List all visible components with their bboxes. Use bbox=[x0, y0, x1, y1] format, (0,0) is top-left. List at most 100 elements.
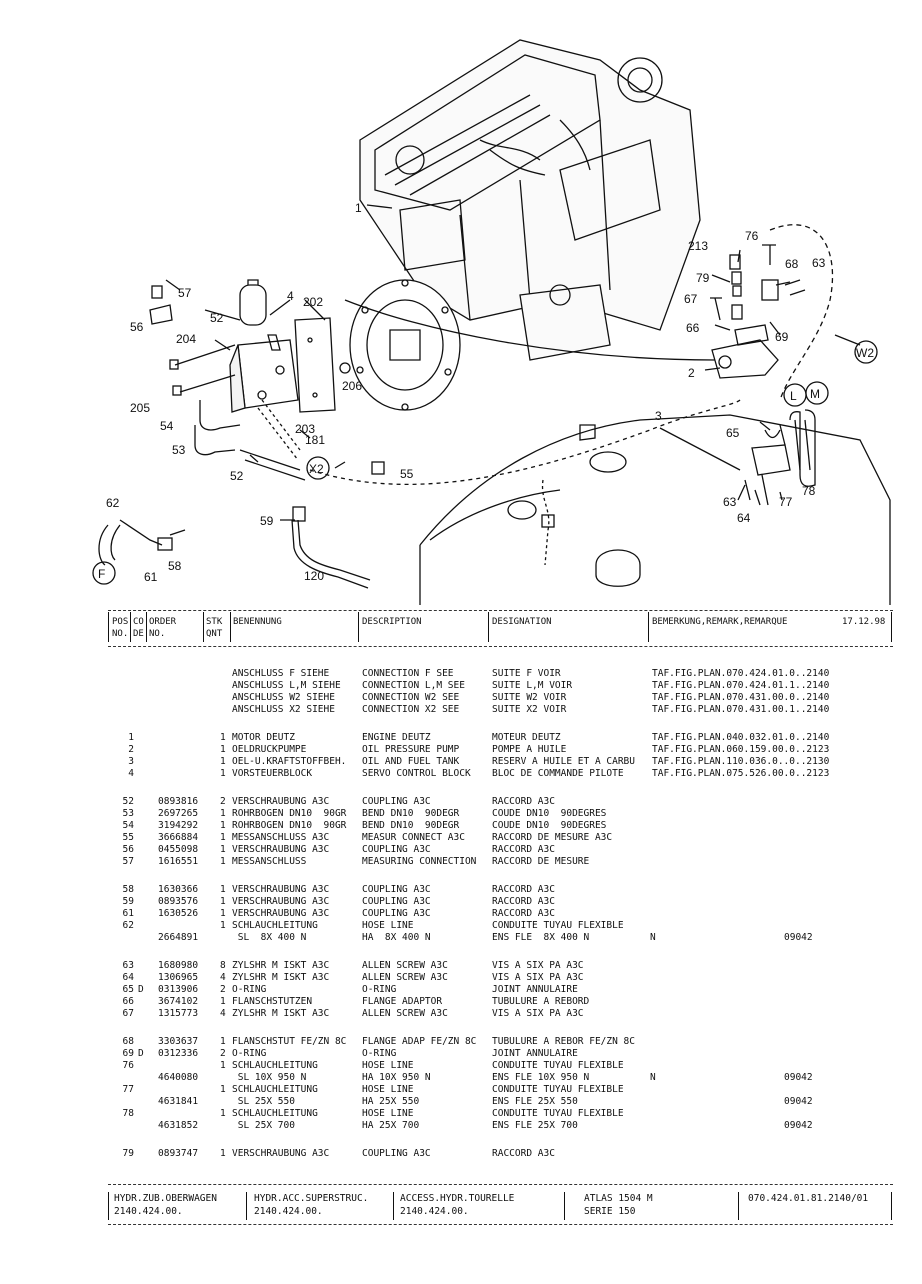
pos-cell: 3 bbox=[128, 756, 134, 767]
label-circle-w2: W2 bbox=[856, 346, 874, 360]
designation-cell: SUITE F VOIR bbox=[492, 668, 561, 679]
col-code: CO DE bbox=[133, 617, 144, 639]
pos-cell: 78 bbox=[122, 1108, 134, 1119]
qty-cell: 1 bbox=[220, 1084, 226, 1095]
benennung-cell: FLANSCHSTUT FE/ZN 8C bbox=[232, 1036, 347, 1047]
description-cell: BEND DN10 90DEGR bbox=[362, 820, 460, 831]
footer-fr-title: ACCESS.HYDR.TOURELLE bbox=[400, 1193, 515, 1204]
label-circle-f: F bbox=[98, 567, 105, 581]
qty-cell: 1 bbox=[220, 1108, 226, 1119]
description-cell: HOSE LINE bbox=[362, 920, 414, 931]
remark-cell: TAF.FIG.PLAN.075.526.00.0..2123 bbox=[652, 768, 830, 779]
qty-cell: 1 bbox=[220, 844, 226, 855]
svg-text:120: 120 bbox=[304, 569, 324, 583]
svg-text:52: 52 bbox=[230, 469, 244, 483]
description-cell: SERVO CONTROL BLOCK bbox=[362, 768, 471, 779]
svg-text:67: 67 bbox=[684, 292, 698, 306]
footer-model: ATLAS 1504 M bbox=[584, 1193, 653, 1204]
pos-cell: 65 bbox=[122, 984, 134, 995]
pos-cell: 57 bbox=[122, 856, 134, 867]
pos-cell: 68 bbox=[122, 1036, 134, 1047]
svg-text:57: 57 bbox=[178, 286, 192, 300]
designation-cell: BLOC DE COMMANDE PILOTE bbox=[492, 768, 624, 779]
order-cell: 0893747 bbox=[158, 1148, 199, 1159]
qty-cell: 1 bbox=[220, 768, 226, 779]
engine-motor-deutz bbox=[359, 39, 701, 331]
qty-cell: 2 bbox=[220, 1048, 226, 1059]
benennung-cell: SCHLAUCHLEITUNG bbox=[232, 1060, 318, 1071]
designation-cell: JOINT ANNULAIRE bbox=[492, 1048, 578, 1059]
benennung-cell: O-RING bbox=[232, 1048, 267, 1059]
designation-cell: RESERV A HUILE ET A CARBU bbox=[492, 756, 635, 767]
pos-cell: 64 bbox=[122, 972, 134, 983]
order-cell: 1630526 bbox=[158, 908, 199, 919]
qty-cell: 1 bbox=[220, 1036, 226, 1047]
pos-cell: 76 bbox=[122, 1060, 134, 1071]
extra-cell: 09042 bbox=[784, 1120, 813, 1131]
remark-cell: TAF.FIG.PLAN.060.159.00.0..2123 bbox=[652, 744, 830, 755]
flange-lm bbox=[744, 409, 816, 506]
description-cell: COUPLING A3C bbox=[362, 896, 431, 907]
description-cell: COUPLING A3C bbox=[362, 908, 431, 919]
designation-cell: VIS A SIX PA A3C bbox=[492, 972, 584, 983]
svg-text:54: 54 bbox=[160, 419, 174, 433]
qty-cell: 1 bbox=[220, 896, 226, 907]
hose-120 bbox=[291, 506, 371, 589]
benennung-cell: ANSCHLUSS W2 SIEHE bbox=[232, 692, 335, 703]
order-cell: 0455098 bbox=[158, 844, 199, 855]
svg-text:69: 69 bbox=[775, 330, 789, 344]
col-pos-no: POS NO. bbox=[112, 617, 129, 639]
designation-cell: RACCORD A3C bbox=[492, 796, 555, 807]
benennung-cell: O-RING bbox=[232, 984, 267, 995]
benennung-cell: ZYLSHR M ISKT A3C bbox=[232, 960, 330, 971]
pos-cell: 2 bbox=[128, 744, 134, 755]
benennung-cell: SCHLAUCHLEITUNG bbox=[232, 1108, 318, 1119]
description-cell: ALLEN SCREW A3C bbox=[362, 972, 448, 983]
exploded-parts-diagram: F X2 W2 L M 1 2 3 4 52 52 53 54 55 56 57… bbox=[92, 39, 891, 605]
qty-cell: 1 bbox=[220, 808, 226, 819]
circle-f bbox=[92, 561, 116, 585]
oil-pressure-pump bbox=[711, 324, 779, 379]
description-cell: FLANGE ADAPTOR bbox=[362, 996, 443, 1007]
remark-cell: TAF.FIG.PLAN.070.431.00.1..2140 bbox=[652, 704, 830, 715]
svg-text:55: 55 bbox=[400, 467, 414, 481]
col-order-no: ORDER NO. bbox=[149, 617, 177, 639]
qty-cell: 1 bbox=[220, 1148, 226, 1159]
svg-text:77: 77 bbox=[779, 495, 793, 509]
footer-en-title: HYDR.ACC.SUPERSTRUC. bbox=[254, 1193, 369, 1204]
col-description: DESCRIPTION bbox=[362, 617, 422, 627]
benennung-cell: ROHRBOGEN DN10 90GR bbox=[232, 820, 347, 831]
description-cell: FLANGE ADAP FE/ZN 8C bbox=[362, 1036, 477, 1047]
pos-cell: 79 bbox=[122, 1148, 134, 1159]
qty-cell: 1 bbox=[220, 832, 226, 843]
svg-text:204: 204 bbox=[176, 332, 196, 346]
order-cell: 0312336 bbox=[158, 1048, 199, 1059]
remark-cell: TAF.FIG.PLAN.070.424.01.0..2140 bbox=[652, 668, 830, 679]
svg-text:63: 63 bbox=[812, 256, 826, 270]
description-cell: ALLEN SCREW A3C bbox=[362, 1008, 448, 1019]
pos-cell: 66 bbox=[122, 996, 134, 1007]
circle-x2 bbox=[306, 456, 330, 480]
pos-cell: 1 bbox=[128, 732, 134, 743]
qty-cell: 8 bbox=[220, 960, 226, 971]
order-cell: 1315773 bbox=[158, 1008, 199, 1019]
description-cell: HOSE LINE bbox=[362, 1108, 414, 1119]
order-cell: 4631841 bbox=[158, 1096, 199, 1107]
order-cell: 0313906 bbox=[158, 984, 199, 995]
footer-de-title: HYDR.ZUB.OBERWAGEN bbox=[114, 1193, 217, 1204]
svg-text:63: 63 bbox=[723, 495, 737, 509]
footer-fr-number: 2140.424.00. bbox=[400, 1206, 469, 1217]
qty-cell: 1 bbox=[220, 732, 226, 743]
description-cell: ALLEN SCREW A3C bbox=[362, 960, 448, 971]
designation-cell: RACCORD A3C bbox=[492, 844, 555, 855]
benennung-cell: VERSCHRAUBUNG A3C bbox=[232, 908, 330, 919]
benennung-cell: MOTOR DEUTZ bbox=[232, 732, 295, 743]
qty-cell: 1 bbox=[220, 756, 226, 767]
label-circle-l: L bbox=[790, 389, 797, 403]
pos-cell: 55 bbox=[122, 832, 134, 843]
qty-cell: 1 bbox=[220, 920, 226, 931]
designation-cell: COUDE DN10 90DEGRES bbox=[492, 820, 607, 831]
pos-cell: 4 bbox=[128, 768, 134, 779]
benennung-cell: FLANSCHSTUTZEN bbox=[232, 996, 313, 1007]
svg-text:52: 52 bbox=[210, 311, 224, 325]
